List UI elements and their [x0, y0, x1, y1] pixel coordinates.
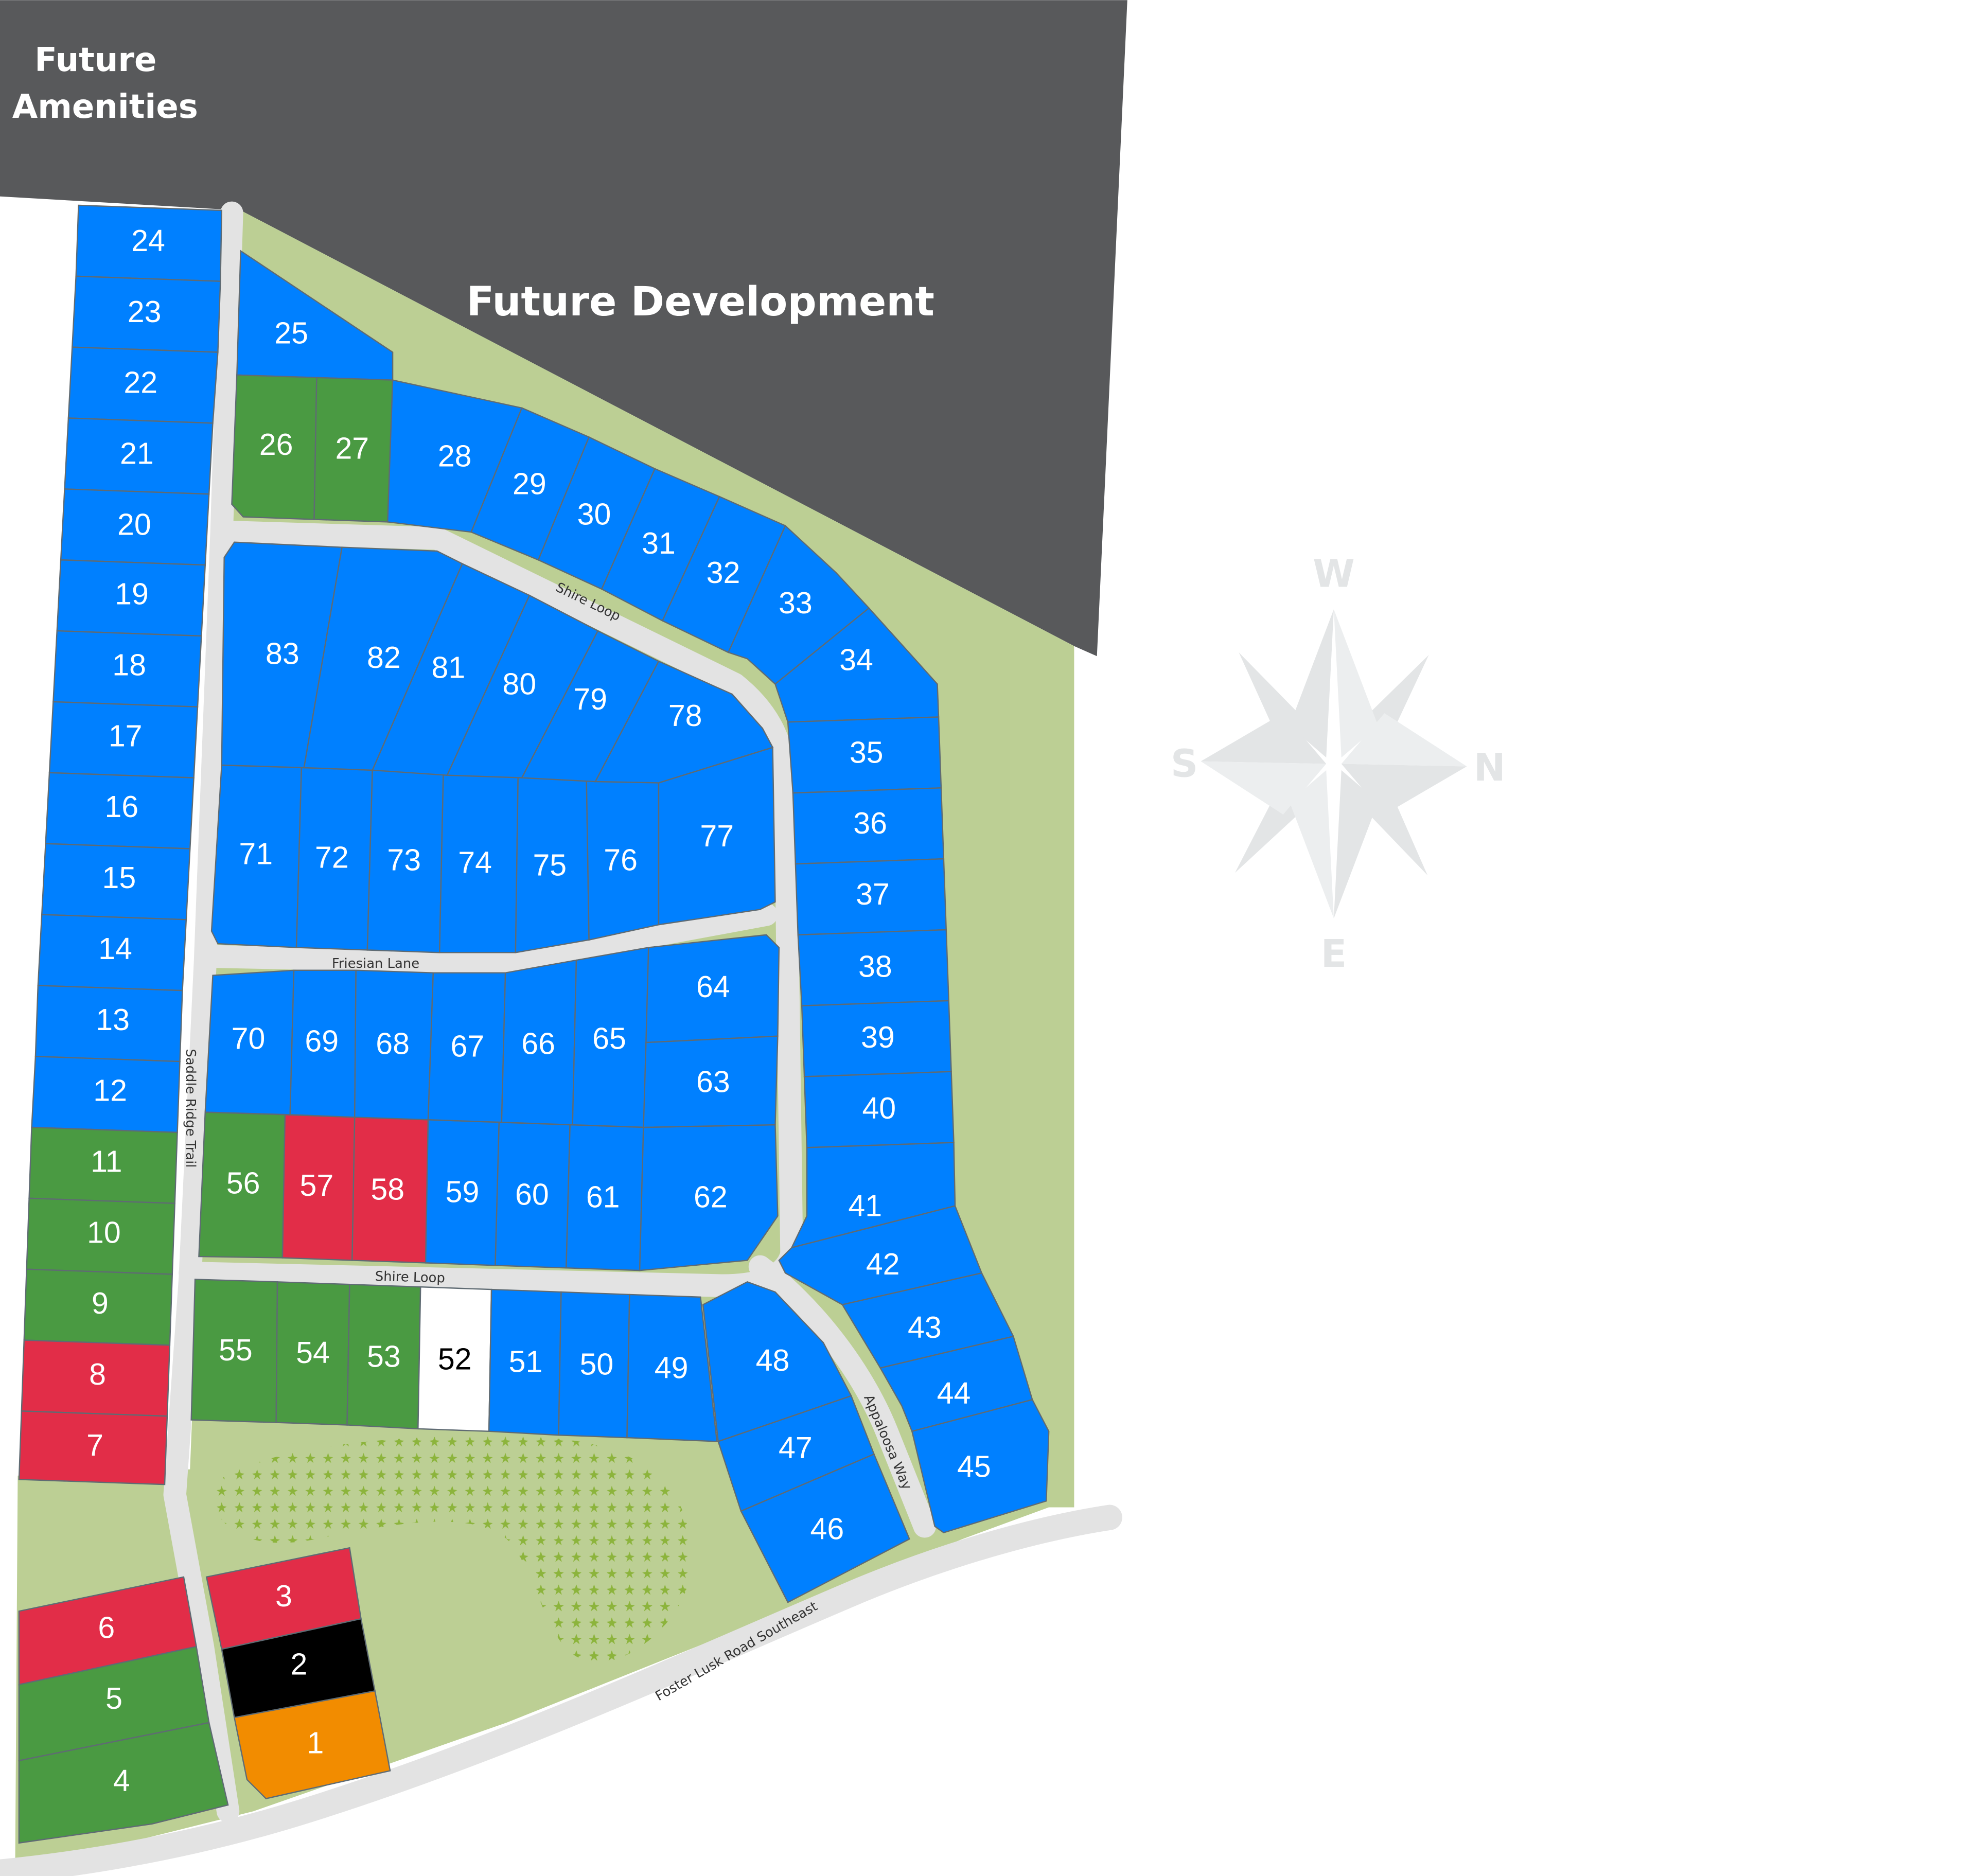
lot-8[interactable] [21, 1339, 171, 1417]
lot-39[interactable] [801, 1000, 952, 1077]
lot-59[interactable] [425, 1119, 500, 1266]
lot-24[interactable] [75, 204, 223, 282]
lot-50[interactable] [558, 1291, 630, 1439]
lot-45[interactable] [911, 1399, 1050, 1534]
lot-53[interactable] [346, 1283, 421, 1430]
lot-68[interactable] [354, 969, 434, 1121]
shire-loop-south-road [179, 1261, 734, 1297]
lot-21[interactable] [64, 417, 214, 495]
lot-54[interactable] [275, 1281, 350, 1426]
appaloosa-way-road [748, 1255, 937, 1538]
lot-83[interactable] [221, 541, 343, 769]
road-label-friesian-lane: Friesian Lane [332, 956, 419, 971]
compass-rose: W S N E [1171, 552, 1506, 976]
lot-64[interactable] [645, 934, 780, 1043]
lot-67[interactable] [427, 972, 506, 1123]
lot-75[interactable] [515, 774, 590, 953]
lot-74[interactable] [438, 772, 519, 953]
lot-40[interactable] [803, 1071, 955, 1148]
lot-19[interactable] [56, 559, 206, 637]
compass-icon [1201, 609, 1467, 918]
lot-46[interactable] [740, 1453, 910, 1603]
lot-49[interactable] [626, 1294, 718, 1442]
lot-15[interactable] [41, 843, 191, 921]
lot-52[interactable] [417, 1286, 492, 1432]
lot-58[interactable] [351, 1117, 429, 1264]
friesian-lane-road [198, 903, 778, 975]
lot-14[interactable] [37, 914, 187, 992]
future-amenities-label: Future Amenities [12, 41, 198, 126]
lot-17[interactable] [48, 701, 199, 778]
compass-label-bottom: E [1321, 932, 1347, 976]
future-area [0, 0, 1127, 657]
lot-11[interactable] [28, 1126, 178, 1204]
lot-60[interactable] [495, 1121, 571, 1269]
lot-61[interactable] [566, 1124, 644, 1271]
lot-76[interactable] [586, 778, 660, 941]
lot-65[interactable] [572, 946, 649, 1128]
lot-12[interactable] [31, 1055, 181, 1134]
lot-66[interactable] [501, 959, 577, 1126]
lot-71[interactable] [210, 764, 303, 948]
lot-10[interactable] [26, 1197, 175, 1275]
lot-37[interactable] [795, 858, 947, 936]
tree-cluster [506, 1539, 684, 1663]
lot-27[interactable] [313, 377, 394, 523]
lot-23[interactable] [72, 275, 221, 353]
lot-78[interactable] [594, 660, 774, 784]
lot-56[interactable] [198, 1111, 286, 1259]
lot-57[interactable] [281, 1114, 356, 1261]
lot-16[interactable] [45, 772, 195, 849]
compass-label-right: N [1474, 746, 1506, 790]
roads [0, 201, 1122, 1876]
lot-4[interactable] [18, 1722, 229, 1844]
lot-38[interactable] [797, 929, 949, 1006]
lot-36[interactable] [792, 787, 945, 865]
road-label-shire-loop-south: Shire Loop [375, 1269, 445, 1286]
lot-51[interactable] [488, 1288, 562, 1436]
lot-9[interactable] [23, 1268, 173, 1346]
road-label-saddle-ridge-trail: Saddle Ridge Trail [183, 1049, 198, 1167]
foster-lusk-road [0, 1505, 1122, 1876]
lot-70[interactable] [204, 969, 295, 1116]
lot-72[interactable] [295, 767, 373, 951]
lot-26[interactable] [231, 374, 317, 520]
lot-20[interactable] [60, 488, 210, 566]
lot-63[interactable] [643, 1035, 779, 1128]
lot-7[interactable] [18, 1410, 168, 1485]
lot-18[interactable] [52, 630, 202, 708]
lot-55[interactable] [190, 1279, 278, 1423]
lots-layer [18, 204, 1050, 1844]
future-development-label: Future Development [466, 278, 934, 325]
lot-1[interactable] [233, 1690, 391, 1799]
shire-loop-north-road [216, 520, 803, 1297]
lot-69[interactable] [289, 969, 357, 1118]
compass-label-left: S [1171, 742, 1198, 786]
lot-73[interactable] [366, 769, 444, 953]
lot-13[interactable] [34, 985, 183, 1063]
compass-label-top: W [1313, 552, 1354, 596]
lot-22[interactable] [67, 346, 219, 424]
lot-35[interactable] [787, 716, 942, 794]
